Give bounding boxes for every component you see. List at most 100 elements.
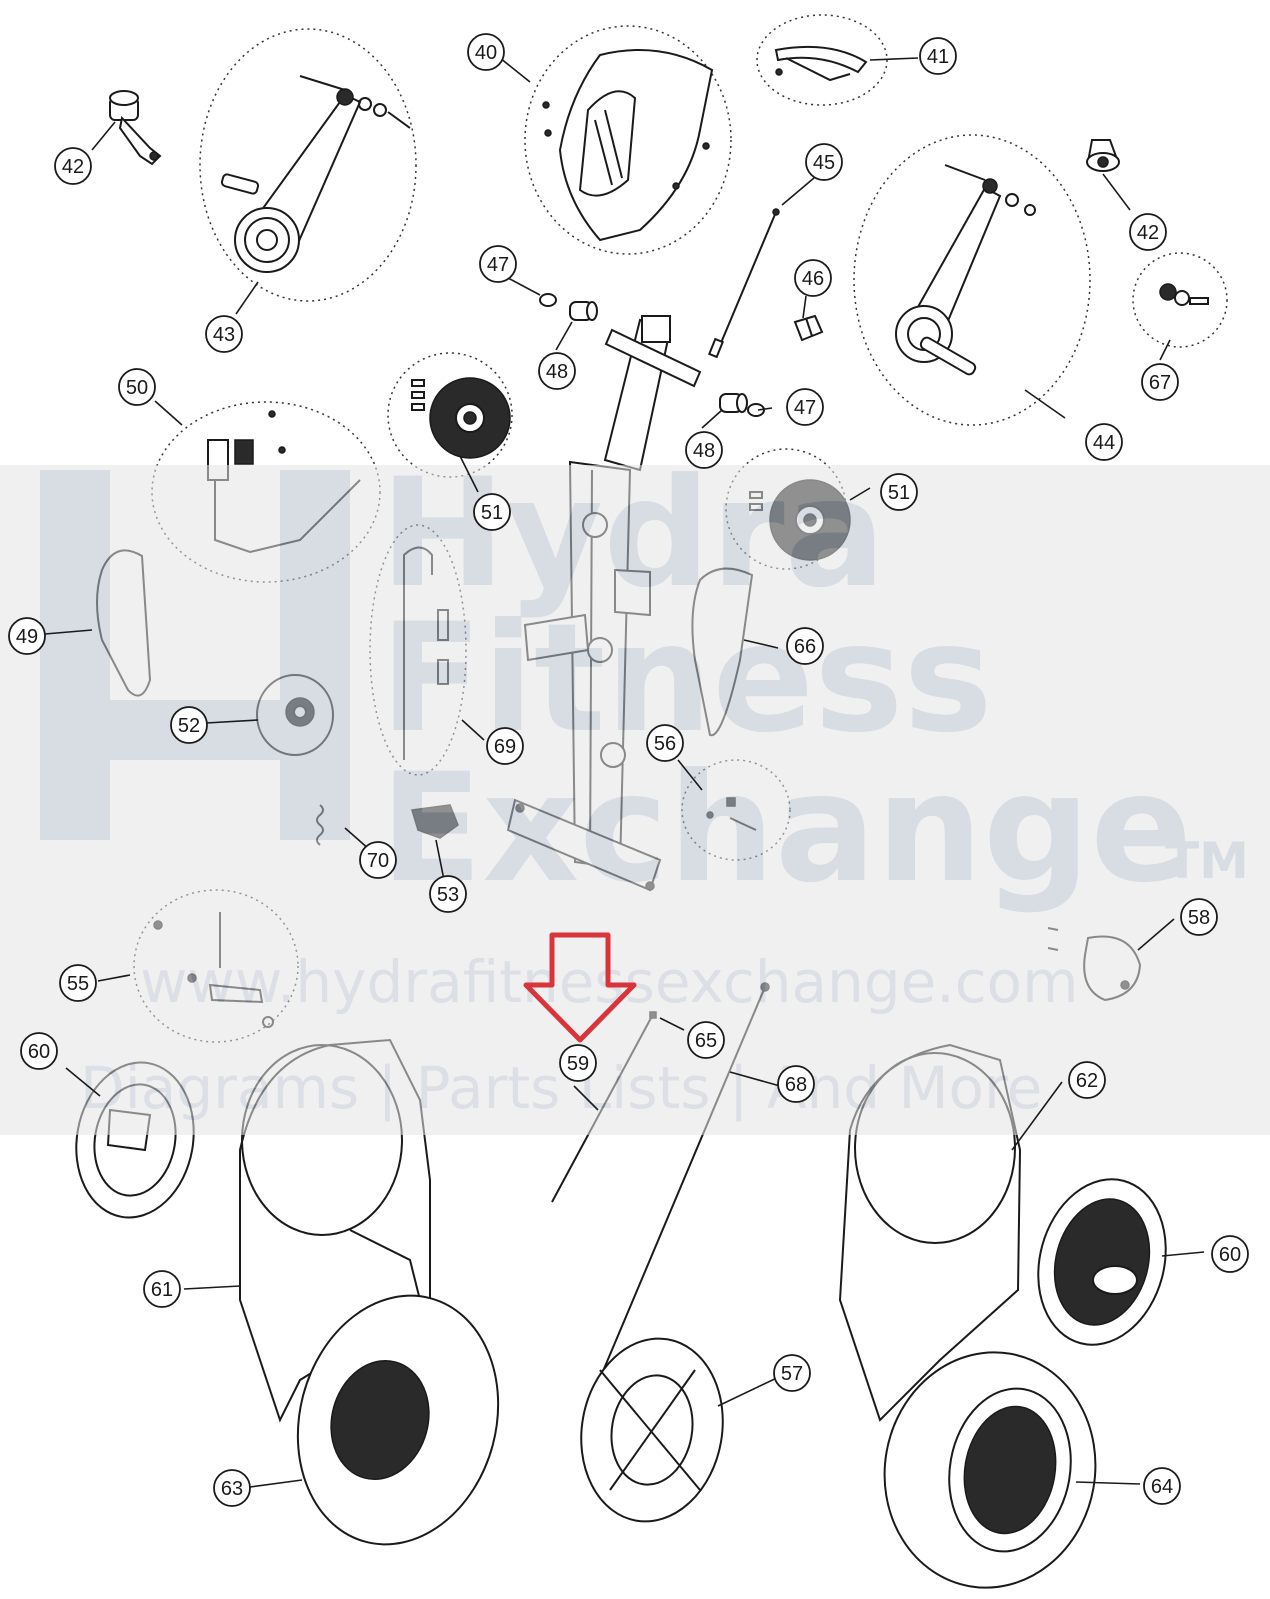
callout-c66: 66	[786, 627, 824, 665]
callout-c62: 62	[1068, 1061, 1106, 1099]
watermark-line1: Hydra	[380, 447, 886, 621]
callout-c70: 70	[359, 841, 397, 879]
callout-label: 58	[1188, 907, 1210, 929]
callout-c44: 44	[1085, 423, 1123, 461]
callout-c47a: 47	[479, 245, 517, 283]
callout-c42b: 42	[1129, 213, 1167, 251]
callout-label: 43	[213, 324, 235, 346]
callout-circle	[1085, 423, 1123, 461]
part-45-tension-cable	[707, 208, 780, 359]
callout-c49: 49	[8, 617, 46, 655]
callout-label: 48	[693, 440, 715, 462]
watermark: Hydra Fitness Exchange TM www.hydrafitne…	[0, 447, 1270, 1135]
callout-c68: 68	[777, 1065, 815, 1103]
part-60-right-fan-cover	[1037, 1178, 1167, 1346]
callout-label: 44	[1093, 432, 1115, 454]
callout-label: 53	[437, 884, 459, 906]
callout-c42a: 42	[54, 147, 92, 185]
callout-c48b: 48	[685, 431, 723, 469]
watermark-line2: Fitness	[380, 592, 993, 766]
callout-label: 49	[16, 626, 38, 648]
part-57-fan-wheel	[580, 1337, 724, 1523]
callout-circle	[1180, 898, 1218, 936]
part-42-left-crank-cap	[109, 90, 162, 166]
part-42-right-crank-cap	[1086, 139, 1120, 172]
callout-circle	[467, 33, 505, 71]
part-47-48-washer-bushing	[539, 293, 765, 417]
part-64-right-fan-drum	[883, 1351, 1097, 1589]
callout-circle	[170, 706, 208, 744]
callout-label: 70	[367, 850, 389, 872]
callout-c60a: 60	[20, 1032, 58, 1070]
callout-c64: 64	[1143, 1467, 1181, 1505]
callout-label: 59	[567, 1053, 589, 1075]
callout-c57: 57	[773, 1354, 811, 1392]
callout-circle	[486, 727, 524, 765]
callout-circle	[685, 431, 723, 469]
callout-label: 69	[494, 736, 516, 758]
callout-label: 64	[1151, 1476, 1173, 1498]
callout-circle	[1141, 363, 1179, 401]
callout-c63: 63	[213, 1469, 251, 1507]
callout-c58: 58	[1180, 898, 1218, 936]
callout-circle	[538, 352, 576, 390]
callout-c67: 67	[1141, 363, 1179, 401]
callout-label: 56	[654, 733, 676, 755]
leader-lines	[44, 57, 1205, 1488]
callout-circle	[54, 147, 92, 185]
callout-label: 68	[785, 1074, 807, 1096]
highlight-arrow	[523, 932, 637, 1043]
part-40-front-shroud	[524, 25, 732, 255]
callout-circle	[8, 617, 46, 655]
callout-c47b: 47	[786, 388, 824, 426]
callout-circle	[1211, 1235, 1249, 1273]
callout-label: 51	[481, 502, 503, 524]
part-44-right-crank-arm	[853, 134, 1091, 426]
callout-label: 47	[794, 397, 816, 419]
callout-circle	[143, 1270, 181, 1308]
watermark-trademark: TM	[1165, 832, 1249, 890]
part-67-bearing-kit	[1132, 252, 1228, 348]
callout-circle	[118, 368, 156, 406]
callout-circle	[213, 1469, 251, 1507]
callout-circle	[773, 1354, 811, 1392]
callout-label: 63	[221, 1478, 243, 1500]
callout-c48a: 48	[538, 352, 576, 390]
callout-label: 65	[695, 1030, 717, 1052]
callout-c51a: 51	[473, 493, 511, 531]
callout-circle	[1143, 1467, 1181, 1505]
callout-c43: 43	[205, 315, 243, 353]
callout-c52: 52	[170, 706, 208, 744]
callout-label: 42	[62, 156, 84, 178]
callout-circle	[794, 259, 832, 297]
callout-c59: 59	[559, 1044, 597, 1082]
callout-circle	[559, 1044, 597, 1082]
callout-c61: 61	[143, 1270, 181, 1308]
callout-circle	[1068, 1061, 1106, 1099]
callout-c60b: 60	[1211, 1235, 1249, 1273]
callout-label: 45	[813, 152, 835, 174]
callout-label: 67	[1149, 372, 1171, 394]
callout-circle	[919, 37, 957, 75]
callout-label: 52	[178, 715, 200, 737]
callout-circle	[805, 143, 843, 181]
callout-circle	[687, 1021, 725, 1059]
callout-circle	[646, 724, 684, 762]
callout-c56: 56	[646, 724, 684, 762]
callout-c40: 40	[467, 33, 505, 71]
callout-label: 41	[927, 46, 949, 68]
watermark-band	[0, 465, 1270, 1135]
callout-circle	[429, 875, 467, 913]
callout-label: 42	[1137, 222, 1159, 244]
callout-circle	[777, 1065, 815, 1103]
callout-circle	[20, 1032, 58, 1070]
callout-c45: 45	[805, 143, 843, 181]
callout-c46: 46	[794, 259, 832, 297]
callout-label: 40	[475, 42, 497, 64]
part-46-cable-clip	[793, 314, 824, 342]
callout-c53: 53	[429, 875, 467, 913]
callout-label: 51	[888, 482, 910, 504]
callout-label: 50	[126, 377, 148, 399]
